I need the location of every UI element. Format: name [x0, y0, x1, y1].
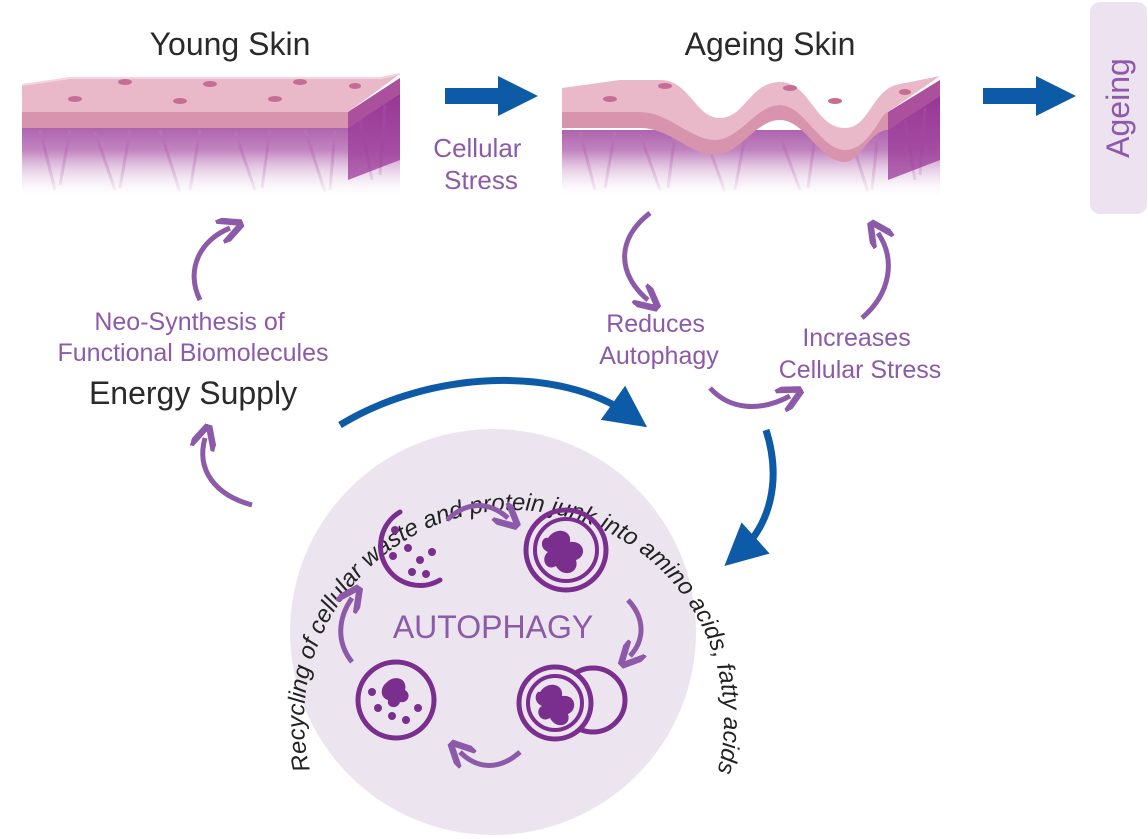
ageing-skin-title: Ageing Skin — [685, 26, 856, 62]
energy-supply-arrow — [203, 438, 253, 508]
cycle-arrow-top — [445, 506, 508, 521]
neo-synthesis-label: Neo-Synthesis of Functional Biomolecules — [58, 308, 329, 367]
ageing-label: Ageing — [1100, 58, 1136, 158]
phagophore-icon — [378, 509, 443, 588]
cycle-arrow-left — [341, 598, 352, 664]
cycle-arrow-right — [628, 598, 641, 656]
ageing-badge: Ageing — [1090, 2, 1147, 214]
increases-stress-arrow — [708, 388, 790, 406]
cellular-stress-arrow — [445, 76, 538, 116]
reduces-autophagy-label: Reduces Autophagy — [599, 310, 719, 370]
cellular-stress-label: Cellular Stress — [433, 133, 528, 195]
recycling-blue-arrow-top — [338, 376, 648, 428]
ageing-skin-illustration — [562, 76, 940, 196]
recycling-blue-arrow-right — [724, 428, 777, 567]
cycle-arrow-bottom — [460, 752, 522, 766]
young-skin-illustration — [21, 73, 401, 196]
lysosome-fusion-icon — [355, 659, 437, 741]
autophagy-label: AUTOPHAGY — [393, 609, 593, 645]
to-ageing-arrow — [983, 76, 1076, 116]
to-ageing-skin-arrow — [860, 233, 888, 320]
energy-supply-label: Energy Supply — [89, 375, 297, 411]
neo-synthesis-arrow — [191, 228, 230, 302]
increases-cellular-stress-label: Increases Cellular Stress — [779, 324, 942, 384]
reduces-autophagy-arrow — [622, 211, 650, 300]
autolysosome-icon — [516, 664, 628, 742]
autophagosome-icon — [523, 507, 609, 593]
young-skin-title: Young Skin — [150, 26, 311, 62]
